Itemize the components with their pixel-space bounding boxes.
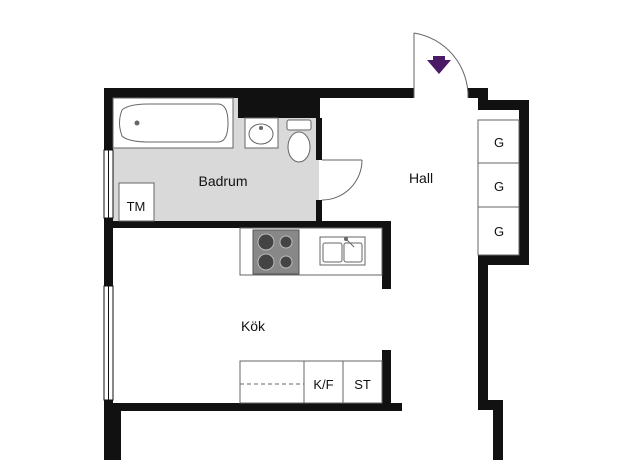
bathroom-door[interactable] bbox=[321, 159, 363, 201]
kitchen-lower-counter bbox=[239, 360, 305, 404]
window-lower bbox=[103, 285, 114, 401]
washer-box: TM bbox=[118, 182, 155, 222]
entrance-arrow-icon bbox=[427, 56, 451, 74]
stove bbox=[252, 229, 300, 275]
room-label-hall: Hall bbox=[409, 170, 433, 186]
wardrobe-label-2: G bbox=[494, 179, 504, 194]
window-upper bbox=[103, 149, 114, 219]
fridge-freezer: K/F bbox=[303, 360, 344, 404]
kitchen-sink bbox=[319, 236, 366, 266]
storage-label: ST bbox=[354, 377, 371, 392]
storage-unit: ST bbox=[342, 360, 383, 404]
bathtub bbox=[112, 97, 234, 149]
toilet bbox=[286, 119, 312, 163]
sink bbox=[244, 117, 279, 149]
entrance-door[interactable] bbox=[413, 32, 469, 99]
walls bbox=[104, 88, 529, 460]
wardrobe-label-1: G bbox=[494, 135, 504, 150]
kitchen-counter bbox=[239, 227, 383, 276]
wardrobe-label-3: G bbox=[494, 224, 504, 239]
room-label-kitchen: Kök bbox=[241, 318, 266, 334]
fridge-freezer-label: K/F bbox=[313, 377, 333, 392]
room-label-bathroom: Badrum bbox=[198, 173, 247, 189]
washer-label: TM bbox=[127, 199, 146, 214]
wardrobe-column bbox=[477, 119, 520, 256]
